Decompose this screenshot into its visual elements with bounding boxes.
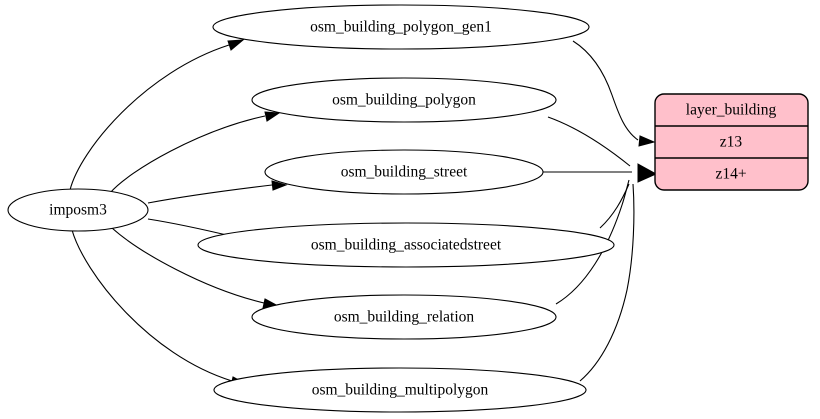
node-osm-building-street[interactable]: osm_building_street	[264, 149, 544, 195]
node-layer-building[interactable]: layer_building z13 z14+	[654, 93, 809, 191]
edge-imposm3-to-polygon	[109, 115, 266, 194]
node-osm-building-polygon[interactable]: osm_building_polygon	[251, 77, 557, 123]
node-osm-building-street-shape[interactable]	[264, 149, 544, 195]
node-osm-building-polygon-gen1-label: osm_building_polygon_gen1	[310, 19, 492, 36]
node-osm-building-polygon-gen1-shape[interactable]	[212, 4, 590, 50]
edge-relation-to-z14plus	[555, 179, 630, 305]
node-osm-building-relation-label: osm_building_relation	[334, 309, 475, 326]
node-imposm3-label: imposm3	[49, 202, 107, 219]
edge-associatedstreet-to-z14plus	[599, 183, 630, 229]
layer-building-name-label: layer_building	[686, 102, 777, 119]
edge-imposm3-to-multipolygon	[71, 229, 233, 382]
edge-imposm3-to-polygon-gen1	[69, 44, 230, 191]
arrowhead-z13	[638, 135, 656, 147]
node-layer-building-box[interactable]	[654, 93, 809, 191]
arrowhead-polygon-gen1	[227, 39, 245, 51]
node-osm-building-polygon-label: osm_building_polygon	[332, 92, 476, 109]
node-osm-building-polygon-shape[interactable]	[251, 77, 557, 123]
node-osm-building-relation-shape[interactable]	[251, 294, 557, 340]
layer-building-z14plus-label: z14+	[715, 166, 746, 183]
node-imposm3[interactable]: imposm3	[7, 188, 149, 232]
node-osm-building-street-label: osm_building_street	[341, 164, 468, 181]
node-osm-building-multipolygon-label: osm_building_multipolygon	[312, 382, 489, 399]
layer-building-z13-label: z13	[720, 134, 743, 151]
node-imposm3-shape[interactable]	[7, 188, 149, 232]
arrowhead-z14plus	[637, 163, 658, 183]
node-osm-building-associatedstreet[interactable]: osm_building_associatedstreet	[197, 222, 615, 268]
node-osm-building-associatedstreet-label: osm_building_associatedstreet	[311, 237, 502, 254]
node-osm-building-multipolygon-shape[interactable]	[213, 367, 587, 413]
node-osm-building-associatedstreet-shape[interactable]	[197, 222, 615, 268]
arrowhead-street	[271, 180, 288, 191]
edge-polygon-to-z14plus	[547, 116, 631, 167]
node-osm-building-multipolygon[interactable]: osm_building_multipolygon	[213, 367, 587, 413]
edge-multipolygon-to-z14plus	[579, 183, 635, 382]
node-osm-building-relation[interactable]: osm_building_relation	[251, 294, 557, 340]
arrowhead-polygon	[264, 111, 281, 122]
edge-polygon-gen1-to-z13	[572, 40, 639, 141]
edge-imposm3-to-street	[147, 184, 273, 204]
node-osm-building-polygon-gen1[interactable]: osm_building_polygon_gen1	[212, 4, 590, 50]
edge-imposm3-to-relation	[111, 227, 265, 304]
edge-group-tables-to-layer	[542, 40, 658, 382]
